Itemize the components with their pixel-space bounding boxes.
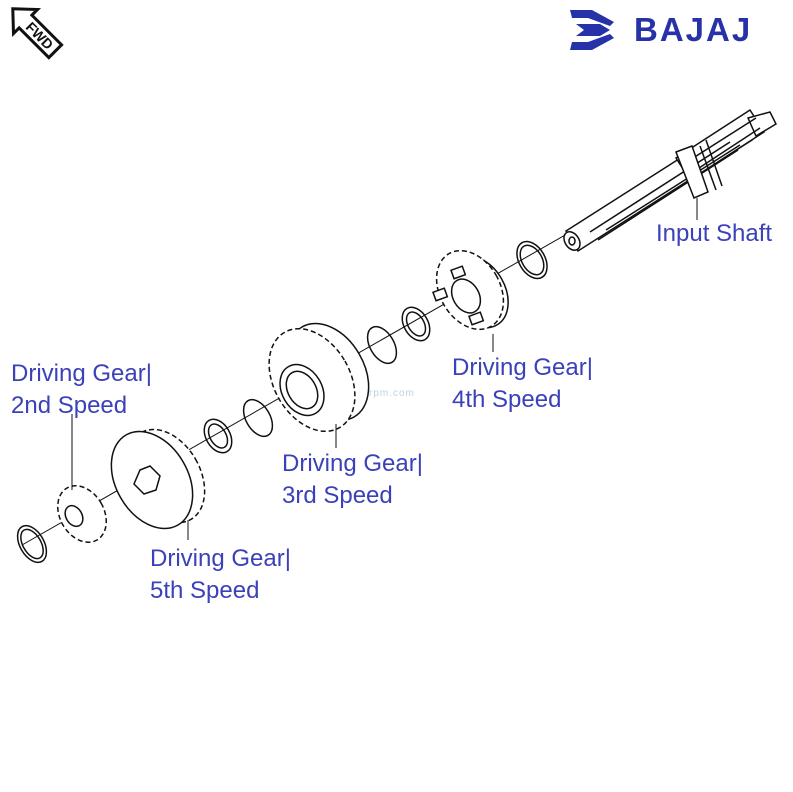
driving-gear-3rd-part bbox=[268, 322, 370, 433]
watermark: rpm.com bbox=[369, 388, 415, 399]
driving-gear-4th-part bbox=[432, 249, 509, 331]
driving-gear-5th-part bbox=[110, 428, 206, 530]
label-line: 4th Speed bbox=[452, 386, 562, 413]
label-driving-gear-2nd: Driving Gear| 2nd Speed bbox=[11, 358, 152, 422]
label-line: Input Shaft bbox=[656, 220, 773, 247]
label-input-shaft: Input Shaft bbox=[656, 218, 772, 250]
label-driving-gear-4th: Driving Gear| 4th Speed bbox=[452, 352, 593, 416]
driving-gear-2nd-part bbox=[57, 485, 107, 543]
label-line: Driving Gear| bbox=[452, 354, 593, 381]
ring-part bbox=[203, 398, 274, 454]
label-line: 5th Speed bbox=[150, 577, 260, 604]
leader-lines bbox=[71, 198, 698, 540]
end-washer-part bbox=[16, 524, 48, 564]
label-driving-gear-3rd: Driving Gear| 3rd Speed bbox=[282, 448, 423, 512]
washer-part bbox=[516, 240, 548, 280]
label-line: Driving Gear| bbox=[282, 450, 423, 477]
label-line: 3rd Speed bbox=[282, 482, 393, 509]
input-shaft-part bbox=[563, 108, 777, 253]
fwd-badge: FWD bbox=[0, 0, 70, 70]
label-driving-gear-5th: Driving Gear| 5th Speed bbox=[150, 543, 291, 607]
brand-name: BAJAJ bbox=[634, 11, 753, 48]
forward-arrow-icon: FWD bbox=[11, 7, 64, 60]
circlip-part bbox=[366, 306, 431, 365]
label-line: 2nd Speed bbox=[11, 392, 128, 419]
bajaj-logo-icon bbox=[570, 10, 614, 50]
label-line: Driving Gear| bbox=[11, 360, 152, 387]
label-line: Driving Gear| bbox=[150, 545, 291, 572]
